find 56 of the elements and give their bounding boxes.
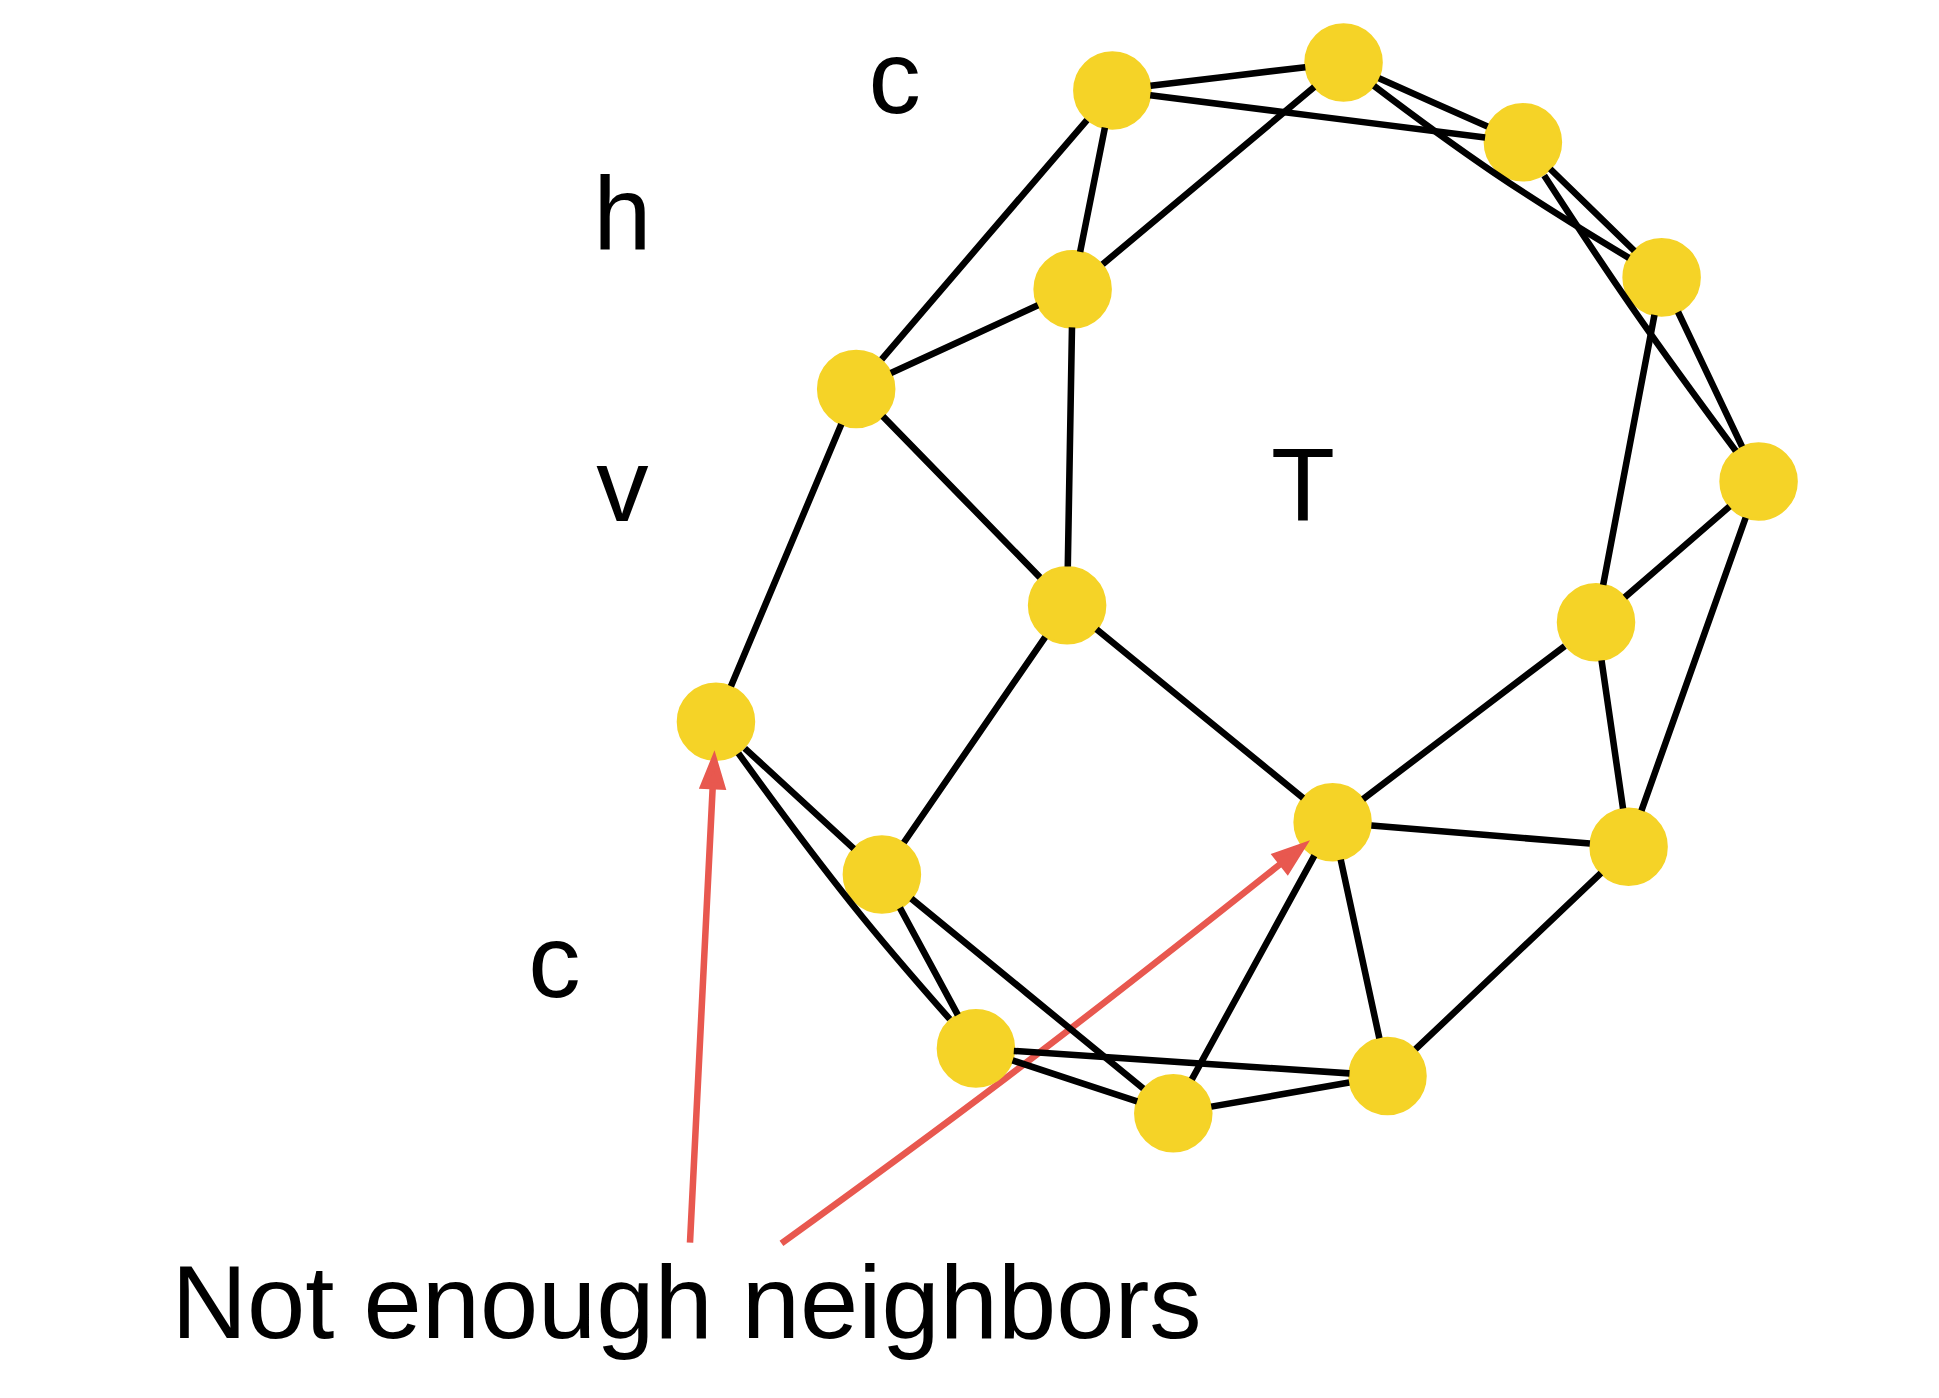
connector xyxy=(1149,63,1306,90)
connector xyxy=(1597,659,1626,810)
node-circle xyxy=(1621,238,1701,317)
connector xyxy=(896,906,961,1017)
connector xyxy=(1360,643,1567,802)
connector xyxy=(908,896,1145,1092)
label: c xyxy=(527,902,581,1020)
node-circle xyxy=(1483,103,1562,182)
connector xyxy=(900,635,1048,845)
connector xyxy=(889,302,1039,376)
connector xyxy=(1674,310,1745,448)
node-circle xyxy=(1718,442,1798,521)
connector xyxy=(727,423,844,688)
node-circle xyxy=(1027,565,1106,645)
connector xyxy=(1599,314,1658,586)
node-circle xyxy=(676,682,755,762)
node-circle xyxy=(1347,1036,1427,1116)
connector xyxy=(1337,858,1383,1039)
connector xyxy=(1377,75,1489,130)
connector xyxy=(1149,91,1485,141)
connector xyxy=(1547,166,1637,254)
node-circle xyxy=(1303,23,1383,102)
node-circle xyxy=(1133,1074,1213,1153)
node-circle xyxy=(1588,807,1668,887)
node-circle xyxy=(1032,250,1112,329)
connector xyxy=(880,414,1042,580)
connector xyxy=(1371,83,1631,261)
node-circle xyxy=(936,1009,1015,1088)
node-circle xyxy=(1072,51,1152,130)
connector xyxy=(735,751,952,1022)
connector xyxy=(1540,173,1738,453)
connector xyxy=(1637,516,1749,812)
connector xyxy=(1064,327,1075,567)
connector xyxy=(1076,127,1108,253)
arrow xyxy=(779,840,1310,1246)
node-circle xyxy=(1556,583,1635,662)
connector xyxy=(1370,822,1590,847)
connector xyxy=(878,117,1089,362)
connector xyxy=(742,745,856,851)
connector xyxy=(1210,1079,1350,1110)
connector xyxy=(1011,1057,1138,1105)
connector xyxy=(1100,84,1316,267)
node-circle xyxy=(816,349,895,429)
connector xyxy=(1013,1047,1350,1077)
arrow xyxy=(686,750,726,1243)
connector xyxy=(1412,870,1603,1052)
node-text: Not enough neighbors xyxy=(170,1242,1202,1360)
label: v xyxy=(595,426,649,544)
connector xyxy=(1622,504,1732,600)
label: T xyxy=(1270,426,1335,544)
connector xyxy=(1093,626,1305,801)
connector xyxy=(1188,854,1317,1081)
node-circle xyxy=(1292,782,1372,862)
label: h xyxy=(592,153,652,271)
node-circle xyxy=(842,835,921,914)
label: c xyxy=(867,17,921,135)
